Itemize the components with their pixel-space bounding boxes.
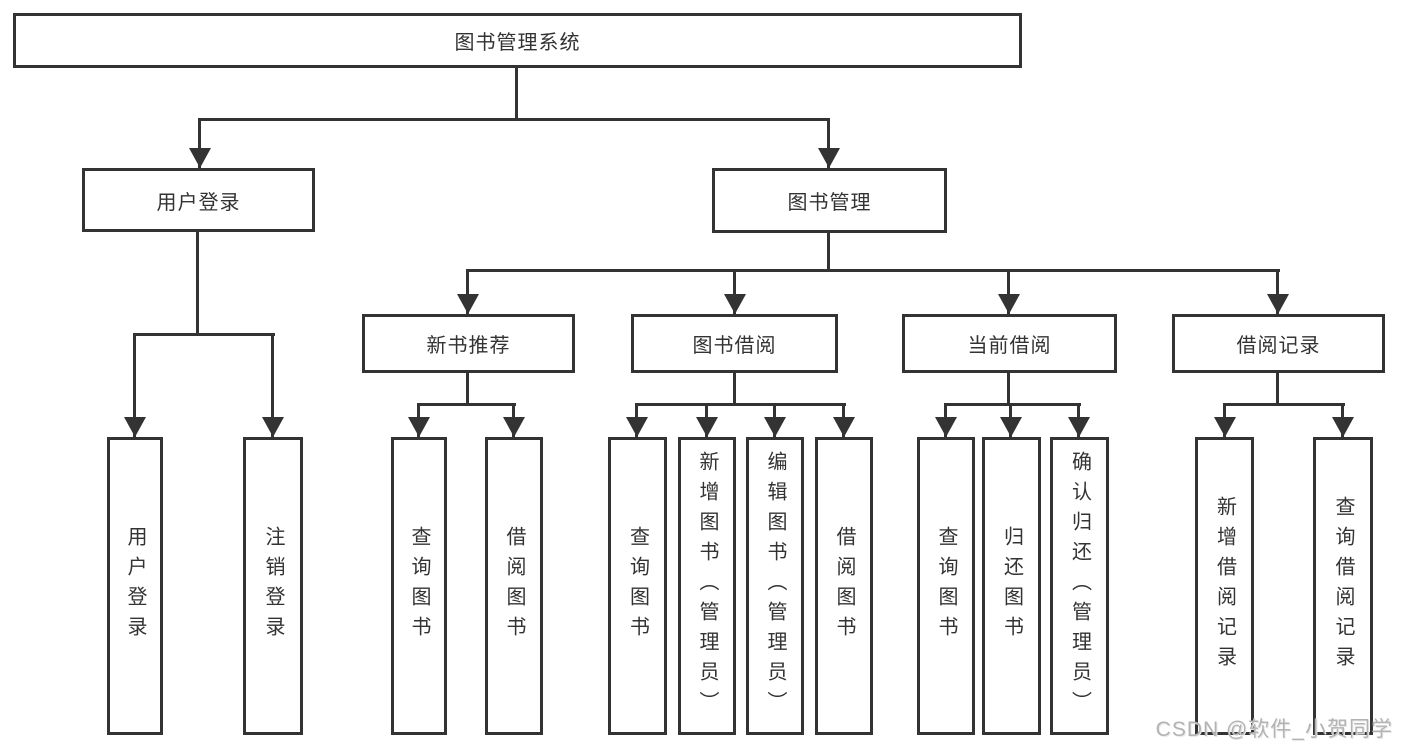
node-label: 当前借阅 (967, 335, 1052, 357)
node-label: 图书管理 (787, 192, 872, 214)
arrowhead-down-icon (1267, 294, 1289, 314)
connector-vline (827, 120, 830, 168)
connector-vline (198, 120, 201, 168)
arrowhead-down-icon (262, 417, 284, 437)
node-label: 归还图书 (1000, 526, 1023, 646)
connector-vline (1007, 373, 1010, 405)
node-label: 查询图书 (935, 526, 957, 646)
node-new-book-recommendation: 新书推荐 (362, 314, 575, 373)
node-user-login-action: 用户登录 (107, 437, 163, 735)
connector-hline (133, 333, 275, 336)
arrowhead-down-icon (1068, 417, 1090, 437)
node-edit-books-admin: 编辑图书（管理员） (746, 437, 804, 735)
node-book-management: 图书管理 (712, 168, 947, 233)
node-label: 确认归还（管理员） (1068, 451, 1091, 721)
node-label: 新增图书（管理员） (696, 451, 718, 721)
connector-vline (196, 232, 199, 335)
connector-hline (944, 403, 1081, 406)
arrowhead-down-icon (189, 148, 211, 168)
connector-vline (1007, 271, 1010, 314)
node-book-borrowing: 图书借阅 (631, 314, 838, 373)
node-label: 注销登录 (262, 526, 284, 646)
watermark: CSDN @软件_小贺同学 (1155, 718, 1393, 741)
arrowhead-down-icon (833, 417, 855, 437)
connector-hline (1223, 403, 1345, 406)
node-add-borrowing-record: 新增借阅记录 (1195, 437, 1254, 735)
node-label: 图书借阅 (692, 335, 777, 357)
connector-hline (198, 118, 830, 121)
node-label: 新增借阅记录 (1213, 496, 1236, 676)
node-library-management-system: 图书管理系统 (13, 13, 1022, 68)
arrowhead-down-icon (764, 417, 786, 437)
node-label: 编辑图书（管理员） (764, 451, 786, 721)
node-label: 借阅记录 (1236, 335, 1321, 357)
node-query-books-current: 查询图书 (917, 437, 975, 735)
node-label: 查询图书 (408, 526, 430, 646)
connector-vline (466, 373, 469, 405)
node-label: 新书推荐 (426, 335, 511, 357)
node-confirm-return-admin: 确认归还（管理员） (1050, 437, 1109, 735)
node-return-books: 归还图书 (982, 437, 1041, 735)
node-logout-action: 注销登录 (243, 437, 303, 735)
connector-hline (417, 403, 516, 406)
arrowhead-down-icon (998, 294, 1020, 314)
node-query-books-recommend: 查询图书 (391, 437, 447, 735)
node-current-borrowing: 当前借阅 (902, 314, 1117, 373)
connector-hline (635, 403, 846, 406)
node-add-books-admin: 新增图书（管理员） (678, 437, 736, 735)
node-label: 用户登录 (124, 526, 146, 646)
connector-vline (1276, 373, 1279, 405)
node-label: 查询借阅记录 (1332, 496, 1354, 676)
node-label: 借阅图书 (833, 526, 855, 646)
connector-vline (827, 233, 830, 271)
arrowhead-down-icon (457, 294, 479, 314)
node-borrow-books-borrowing: 借阅图书 (815, 437, 873, 735)
arrowhead-down-icon (818, 148, 840, 168)
connector-vline (515, 68, 518, 120)
node-user-login: 用户登录 (82, 168, 315, 232)
connector-hline (466, 269, 1280, 272)
connector-vline (733, 373, 736, 405)
node-label: 借阅图书 (503, 526, 525, 646)
arrowhead-down-icon (503, 417, 525, 437)
node-borrow-books-recommend: 借阅图书 (485, 437, 543, 735)
arrowhead-down-icon (935, 417, 957, 437)
arrowhead-down-icon (408, 417, 430, 437)
arrowhead-down-icon (1000, 417, 1022, 437)
connector-vline (733, 271, 736, 314)
connector-vline (1276, 271, 1279, 314)
node-label: 图书管理系统 (454, 32, 581, 54)
arrowhead-down-icon (626, 417, 648, 437)
arrowhead-down-icon (1332, 417, 1354, 437)
connector-vline (271, 335, 274, 437)
arrowhead-down-icon (1214, 417, 1236, 437)
connector-vline (133, 335, 136, 437)
arrowhead-down-icon (724, 294, 746, 314)
arrowhead-down-icon (124, 417, 146, 437)
connector-vline (466, 271, 469, 314)
node-borrowing-records: 借阅记录 (1172, 314, 1385, 373)
arrowhead-down-icon (696, 417, 718, 437)
node-query-borrowing-record: 查询借阅记录 (1313, 437, 1373, 735)
node-label: 用户登录 (156, 191, 241, 214)
node-query-books-borrowing: 查询图书 (608, 437, 667, 735)
node-label: 查询图书 (626, 526, 649, 646)
